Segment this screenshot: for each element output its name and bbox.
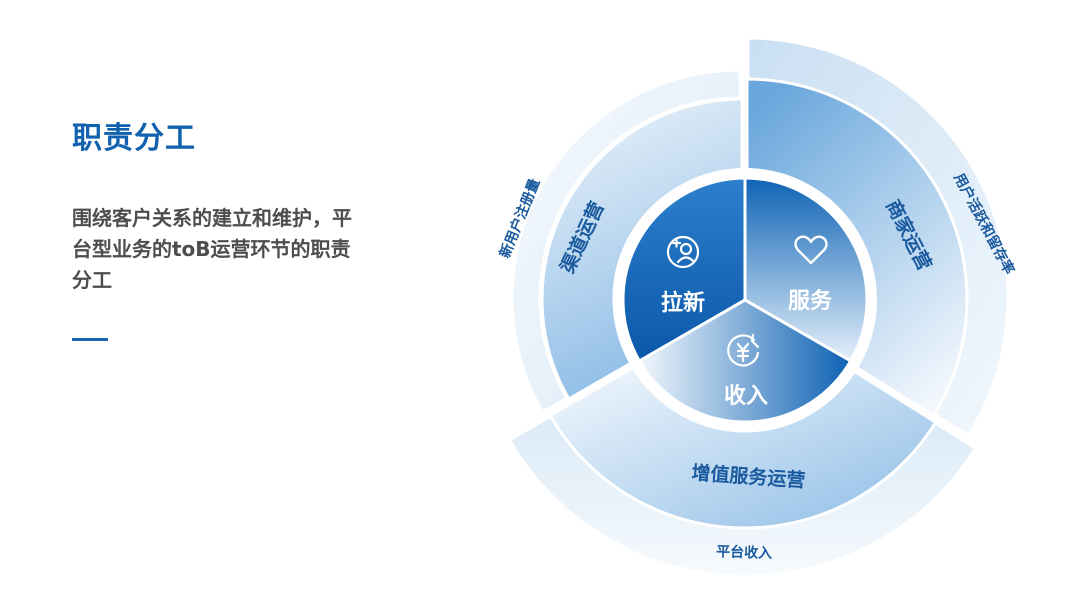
core-label-revenue: 收入	[724, 383, 768, 409]
core-segment-revenue	[637, 298, 853, 424]
core-ring	[621, 176, 869, 424]
divider	[72, 338, 108, 341]
core-label-service: 服务	[788, 289, 833, 314]
core-segment-acquisition	[621, 176, 747, 364]
core-label-acquisition: 拉新	[661, 290, 705, 316]
heart-icon	[794, 235, 828, 265]
page-title: 职责分工	[72, 121, 196, 156]
outer-label-platform-revenue: 平台收入	[716, 543, 773, 562]
add-user-icon	[666, 235, 700, 269]
outer-segment-new-registrations	[510, 68, 742, 415]
middle-ring	[540, 77, 969, 530]
core-segment-service	[743, 176, 869, 364]
yuan-exchange-icon	[727, 333, 760, 367]
page-description: 围绕客户关系的建立和维护，平台型业务的toB运营环节的职责分工	[72, 206, 352, 292]
